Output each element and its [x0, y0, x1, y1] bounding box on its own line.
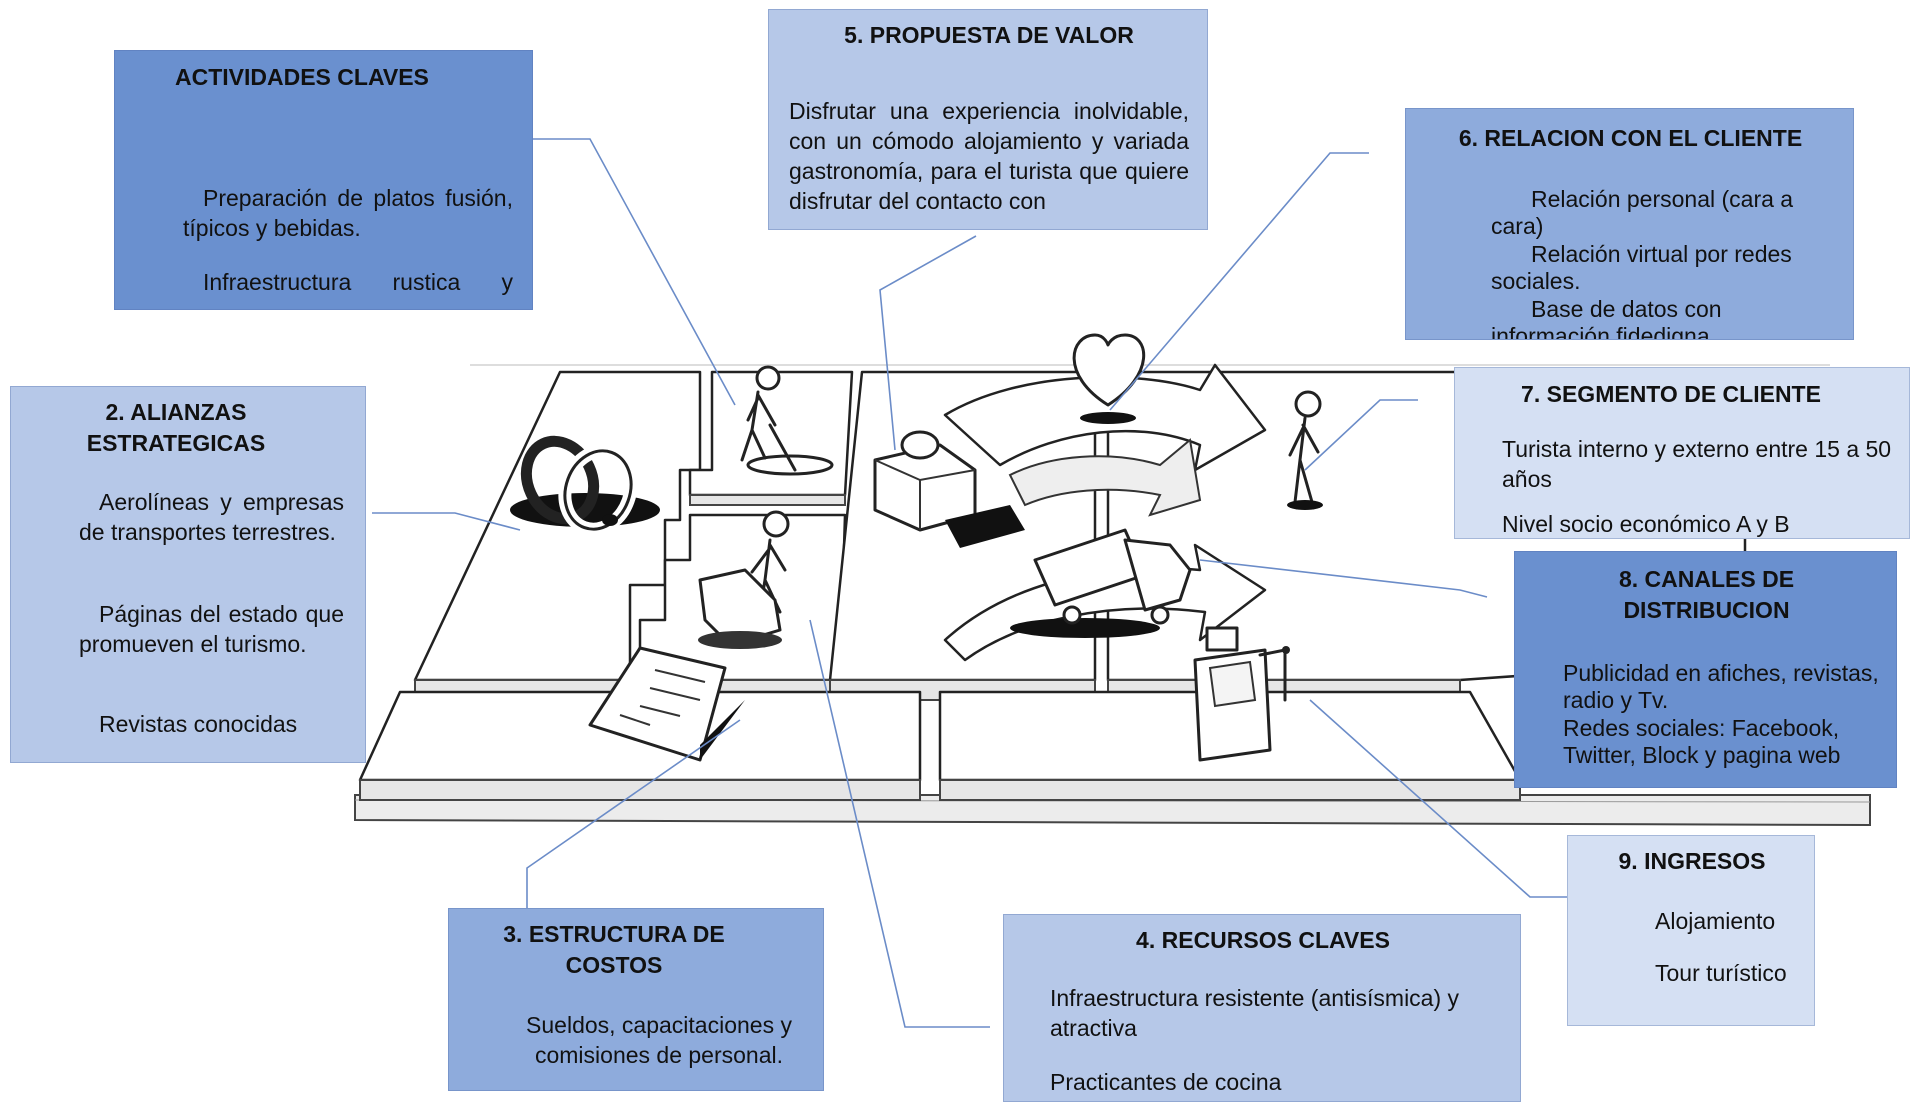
revenue-streams-text-1: Alojamiento [1655, 908, 1776, 934]
key-resources-text-2: Practicantes de cocina [1050, 1069, 1282, 1095]
value-proposition-text: Disfrutar una experiencia inolvidable, c… [789, 98, 1189, 214]
key-activities-text-2: Infraestructura rustica y [203, 269, 513, 295]
person-icon [1287, 390, 1323, 510]
key-resources-text-1: Infraestructura resistente (antisísmica)… [1050, 985, 1460, 1041]
customer-relationships-text-2: Relación virtual por redes sociales. [1491, 241, 1792, 294]
key-resources-box: 4. RECURSOS CLAVES Infraestructura resis… [1003, 914, 1521, 1102]
key-partners-box: 2. ALIANZAS ESTRATEGICAS Aerolíneas y em… [10, 386, 366, 763]
revenue-streams-text-2: Tour turístico [1655, 960, 1787, 986]
key-partners-text-1: Aerolíneas y empresas de transportes ter… [79, 489, 344, 545]
key-activities-box: ACTIVIDADES CLAVES Preparación de platos… [114, 50, 533, 310]
cost-structure-title: 3. ESTRUCTURA DE COSTOS [503, 921, 725, 978]
value-proposition-title: 5. PROPUESTA DE VALOR [844, 22, 1134, 48]
customer-relationships-text-4: información fidedigna [1491, 323, 1710, 340]
customer-segments-text-1: Turista interno y externo entre 15 a 50 … [1502, 436, 1892, 492]
key-activities-title: ACTIVIDADES CLAVES [175, 64, 429, 90]
value-proposition-box: 5. PROPUESTA DE VALOR Disfrutar una expe… [768, 9, 1208, 230]
channels-box: 8. CANALES DE DISTRIBUCION Publicidad en… [1514, 551, 1897, 788]
customer-segments-text-2: Nivel socio económico A y B [1502, 511, 1790, 537]
worker-digging-icon [740, 365, 834, 476]
customer-relationships-text-3: Base de datos con [1531, 296, 1722, 322]
worker-machine-icon [698, 510, 790, 649]
channels-text-2: Redes sociales: Facebook, Twitter, Block… [1563, 715, 1841, 768]
customer-relationships-text-1: Relación personal (cara a cara) [1491, 186, 1794, 239]
cash-register-icon [1193, 626, 1290, 762]
channels-title: 8. CANALES DE DISTRIBUCION [1618, 566, 1795, 623]
key-partners-text-2: Páginas del estado que promueven el turi… [79, 601, 344, 657]
customer-segments-title: 7. SEGMENTO DE CLIENTE [1521, 381, 1821, 407]
revenue-streams-box: 9. INGRESOS Alojamiento Tour turístico [1567, 835, 1815, 1026]
wedding-rings-icon [510, 435, 660, 536]
customer-relationships-box: 6. RELACION CON EL CLIENTE Relación pers… [1405, 108, 1854, 340]
revenue-streams-title: 9. INGRESOS [1618, 848, 1766, 874]
delivery-truck-icon [1010, 528, 1192, 638]
invoice-icon [588, 646, 745, 762]
channels-text-1: Publicidad en afiches, revistas, radio y… [1563, 660, 1879, 713]
customer-relationships-title: 6. RELACION CON EL CLIENTE [1458, 125, 1803, 151]
key-activities-text-1: Preparación de platos fusión, típicos y … [183, 185, 513, 241]
customer-segments-box: 7. SEGMENTO DE CLIENTE Turista interno y… [1454, 367, 1910, 539]
key-resources-title: 4. RECURSOS CLAVES [1136, 927, 1390, 953]
heart-icon [1072, 333, 1146, 424]
cost-structure-text-1: Sueldos, capacitaciones y comisiones de … [526, 1012, 792, 1068]
key-partners-text-3: Revistas conocidas [99, 711, 298, 737]
cost-structure-box: 3. ESTRUCTURA DE COSTOS Sueldos, capacit… [448, 908, 824, 1091]
key-partners-title: 2. ALIANZAS ESTRATEGICAS [86, 399, 266, 456]
gift-icon [873, 430, 1025, 548]
leader-lines [372, 138, 1567, 1028]
